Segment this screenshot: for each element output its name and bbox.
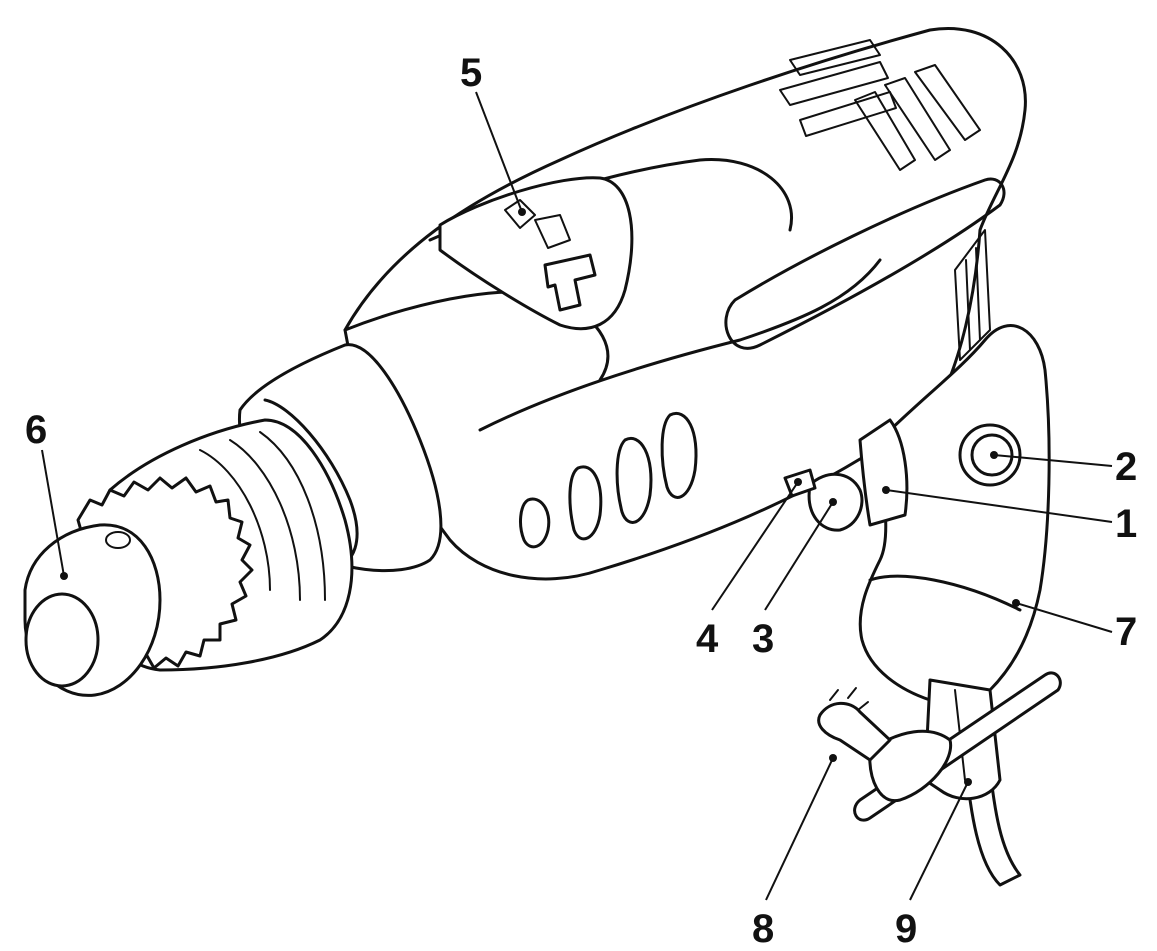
leader-dot-9	[964, 778, 972, 786]
grip-ribs	[519, 412, 698, 549]
callout-label-3: 3	[752, 617, 774, 661]
leader-dot-7	[1012, 599, 1020, 607]
leader-line-6	[41, 449, 65, 577]
mode-selector	[438, 176, 634, 331]
callout-label-6: 6	[25, 408, 47, 452]
leader-dot-8	[829, 754, 837, 762]
side-vents	[954, 229, 991, 361]
callout-label-9: 9	[895, 907, 917, 951]
leader-line-1	[885, 489, 1113, 523]
leader-dot-6	[60, 572, 68, 580]
leader-line-4	[711, 481, 799, 611]
drill-housing	[343, 27, 1027, 581]
top-vents	[779, 39, 981, 171]
clamp-knob	[817, 701, 892, 762]
leader-line-5	[475, 91, 523, 213]
callout-label-4: 4	[696, 617, 719, 661]
callout-label-2: 2	[1115, 445, 1137, 489]
leader-line-3	[764, 501, 834, 611]
leader-line-2	[993, 454, 1113, 467]
leader-line-9	[909, 781, 969, 901]
leader-dot-3	[829, 498, 837, 506]
chuck	[23, 418, 354, 697]
leader-dot-2	[990, 451, 998, 459]
leader-line-7	[1015, 602, 1113, 633]
leader-dot-5	[518, 208, 526, 216]
callout-label-1: 1	[1115, 502, 1137, 546]
callout-label-7: 7	[1115, 610, 1137, 654]
leader-dot-4	[794, 478, 802, 486]
auxiliary-handle	[817, 671, 1062, 887]
leader-dot-1	[882, 486, 890, 494]
leader-line-8	[765, 757, 834, 901]
callout-label-5: 5	[460, 51, 482, 95]
trigger	[858, 418, 909, 527]
callout-labels: 1 2 3 4 5 6 7 8 9	[25, 51, 1137, 951]
callout-label-8: 8	[752, 907, 774, 951]
callout-leaders	[41, 91, 1113, 901]
